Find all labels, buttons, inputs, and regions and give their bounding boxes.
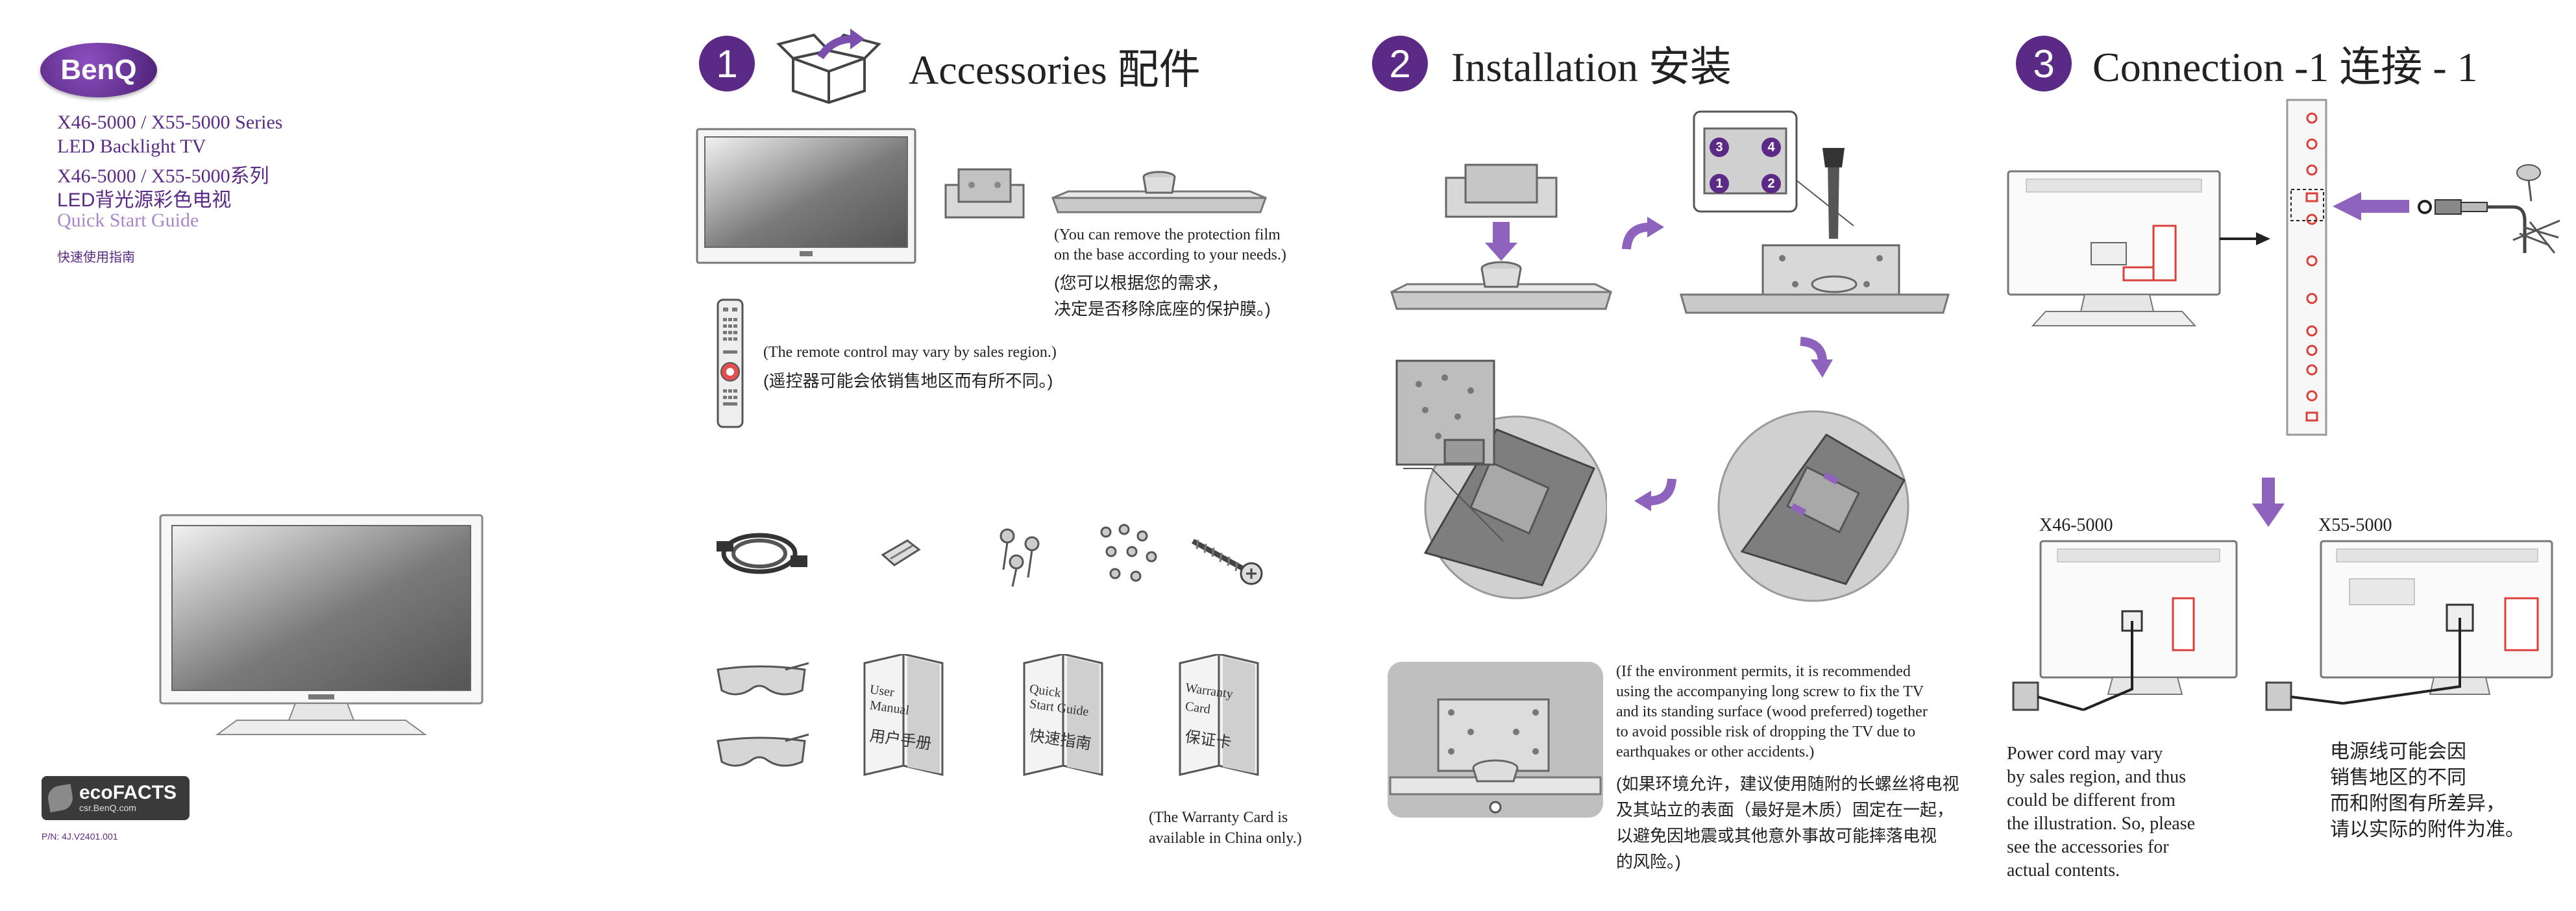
warranty-note-1: (The Warranty Card is bbox=[1149, 809, 1288, 826]
power-note-en-1: Power cord may vary bbox=[2007, 744, 2163, 764]
power-note-cn-1: 电源线可能会因 bbox=[2330, 741, 2466, 762]
install-note-en-4: to avoid possible risk of dropping the T… bbox=[1616, 723, 1916, 740]
quick-start-guide-cn: 快速使用指南 bbox=[57, 250, 135, 265]
install-step-mount-tv-detail bbox=[1716, 409, 1911, 603]
part-number: P/N: 4J.V2401.001 bbox=[42, 831, 118, 842]
install-note-cn-1: (如果环境允许，建议使用随附的长螺丝将电视 bbox=[1616, 774, 1959, 794]
big-arrow-down-icon bbox=[2252, 478, 2285, 527]
power-note-cn-3: 而和附图有所差异， bbox=[2330, 793, 2505, 814]
tv-rear-view-connection bbox=[2007, 170, 2221, 331]
curved-arrow-right-icon bbox=[1621, 214, 1667, 253]
user-manual-booklet: User Manual 用户手册 bbox=[858, 654, 949, 777]
short-screws-illustration bbox=[993, 524, 1051, 589]
model-line-1: X46-5000 / X55-5000 Series bbox=[57, 112, 283, 133]
install-note-en-3: and its standing surface (wood preferred… bbox=[1616, 703, 1928, 720]
base-film-note-en-2: on the base according to your needs.) bbox=[1054, 247, 1286, 263]
leaf-icon bbox=[45, 783, 75, 813]
screw-badge-1: 1 bbox=[1710, 174, 1729, 193]
section-1-title: Accessories 配件 bbox=[909, 47, 1201, 93]
power-note-en-6: actual contents. bbox=[2007, 860, 2120, 881]
step-1-number: 1 bbox=[699, 36, 755, 91]
ecofacts-logo-text: ecoFACTS bbox=[79, 782, 177, 803]
step-3-number: 3 bbox=[2016, 36, 2072, 91]
cable-clip-illustration bbox=[877, 535, 923, 571]
curved-arrow-left-icon bbox=[1632, 475, 1677, 514]
warranty-note-2: available in China only.) bbox=[1149, 830, 1302, 847]
screw-badge-2: 2 bbox=[1761, 174, 1781, 193]
long-screw-illustration bbox=[1188, 533, 1266, 585]
install-note-en-2: using the accompanying long screw to fix… bbox=[1616, 683, 1924, 700]
power-note-en-5: see the accessories for bbox=[2007, 837, 2169, 857]
benq-logo-text: BenQ bbox=[60, 54, 137, 86]
x46-rear-power-illustration bbox=[1999, 540, 2246, 715]
install-note-en-1: (If the environment permits, it is recom… bbox=[1616, 663, 1911, 680]
3d-glasses-illustration bbox=[714, 661, 811, 784]
section-3-title: Connection -1 连接 - 1 bbox=[2092, 44, 2478, 90]
power-note-cn-2: 销售地区的不同 bbox=[2330, 767, 2466, 788]
remote-note-en: (The remote control may vary by sales re… bbox=[763, 344, 1057, 361]
stand-base-illustration bbox=[1049, 165, 1270, 217]
step-2-number: 2 bbox=[1372, 36, 1428, 91]
quick-start-guide-booklet: Quick Start Guide 快速指南 bbox=[1018, 654, 1109, 777]
install-note-cn-2: 及其站立的表面（最好是木质）固定在一起， bbox=[1616, 800, 1954, 820]
install-step-attach-neck bbox=[1388, 162, 1615, 318]
install-step-fix-long-screw bbox=[1386, 661, 1604, 819]
model-label-x55: X55-5000 bbox=[2318, 515, 2392, 535]
base-film-note-cn-1: (您可以根据您的需求， bbox=[1054, 273, 1229, 293]
model-line-3: X46-5000 / X55-5000系列 bbox=[57, 165, 269, 187]
install-step-fasten-screws bbox=[1393, 358, 1608, 605]
model-line-4: LED背光源彩色电视 bbox=[57, 189, 232, 211]
ecofacts-url: csr.BenQ.com bbox=[79, 803, 136, 813]
curved-arrow-down-icon bbox=[1795, 336, 1834, 382]
cover-tv-illustration bbox=[159, 514, 484, 741]
small-screws-illustration bbox=[1096, 523, 1160, 588]
install-note-en-5: earthquakes or other accidents.) bbox=[1616, 744, 1815, 760]
remote-control-illustration bbox=[717, 298, 744, 428]
power-note-en-2: by sales region, and thus bbox=[2007, 767, 2187, 787]
model-label-x46: X46-5000 bbox=[2039, 515, 2113, 535]
screw-badge-4: 4 bbox=[1761, 138, 1781, 157]
open-box-icon bbox=[774, 26, 884, 104]
ecofacts-badge: ecoFACTS csr.BenQ.com bbox=[42, 776, 190, 820]
remote-note-cn: (遥控器可能会依销售地区而有所不同。) bbox=[763, 371, 1053, 391]
install-step-screw-neck: 3 4 1 2 bbox=[1678, 109, 1951, 317]
base-film-note-cn-2: 决定是否移除底座的保护膜。) bbox=[1054, 299, 1271, 319]
screw-badge-3: 3 bbox=[1710, 138, 1729, 157]
power-note-cn-4: 请以实际的附件为准。 bbox=[2330, 819, 2525, 840]
base-film-note-en-1: (You can remove the protection film bbox=[1054, 226, 1281, 243]
big-arrow-left-icon bbox=[2333, 192, 2410, 221]
power-note-en-4: the illustration. So, please bbox=[2007, 814, 2196, 834]
power-cord-illustration bbox=[714, 524, 811, 583]
section-2-title: Installation 安装 bbox=[1451, 44, 1732, 90]
side-port-panel bbox=[2286, 99, 2327, 436]
install-note-cn-4: 的风险。) bbox=[1616, 852, 1681, 871]
antenna-cable-illustration bbox=[2416, 162, 2565, 260]
model-line-2: LED Backlight TV bbox=[57, 136, 206, 157]
power-note-en-3: could be different from bbox=[2007, 790, 2176, 810]
accessory-tv-illustration bbox=[696, 128, 916, 265]
stand-neck-illustration bbox=[939, 165, 1030, 224]
benq-logo: BenQ bbox=[40, 43, 157, 97]
warranty-card-booklet: Warranty Card 保证卡 bbox=[1173, 654, 1264, 777]
quick-start-guide-en: Quick Start Guide bbox=[57, 210, 199, 231]
install-note-cn-3: 以避免因地震或其他意外事故可能摔落电视 bbox=[1616, 826, 1937, 845]
arrow-right-to-panel-icon bbox=[2220, 231, 2272, 247]
x55-rear-power-illustration bbox=[2252, 540, 2557, 715]
